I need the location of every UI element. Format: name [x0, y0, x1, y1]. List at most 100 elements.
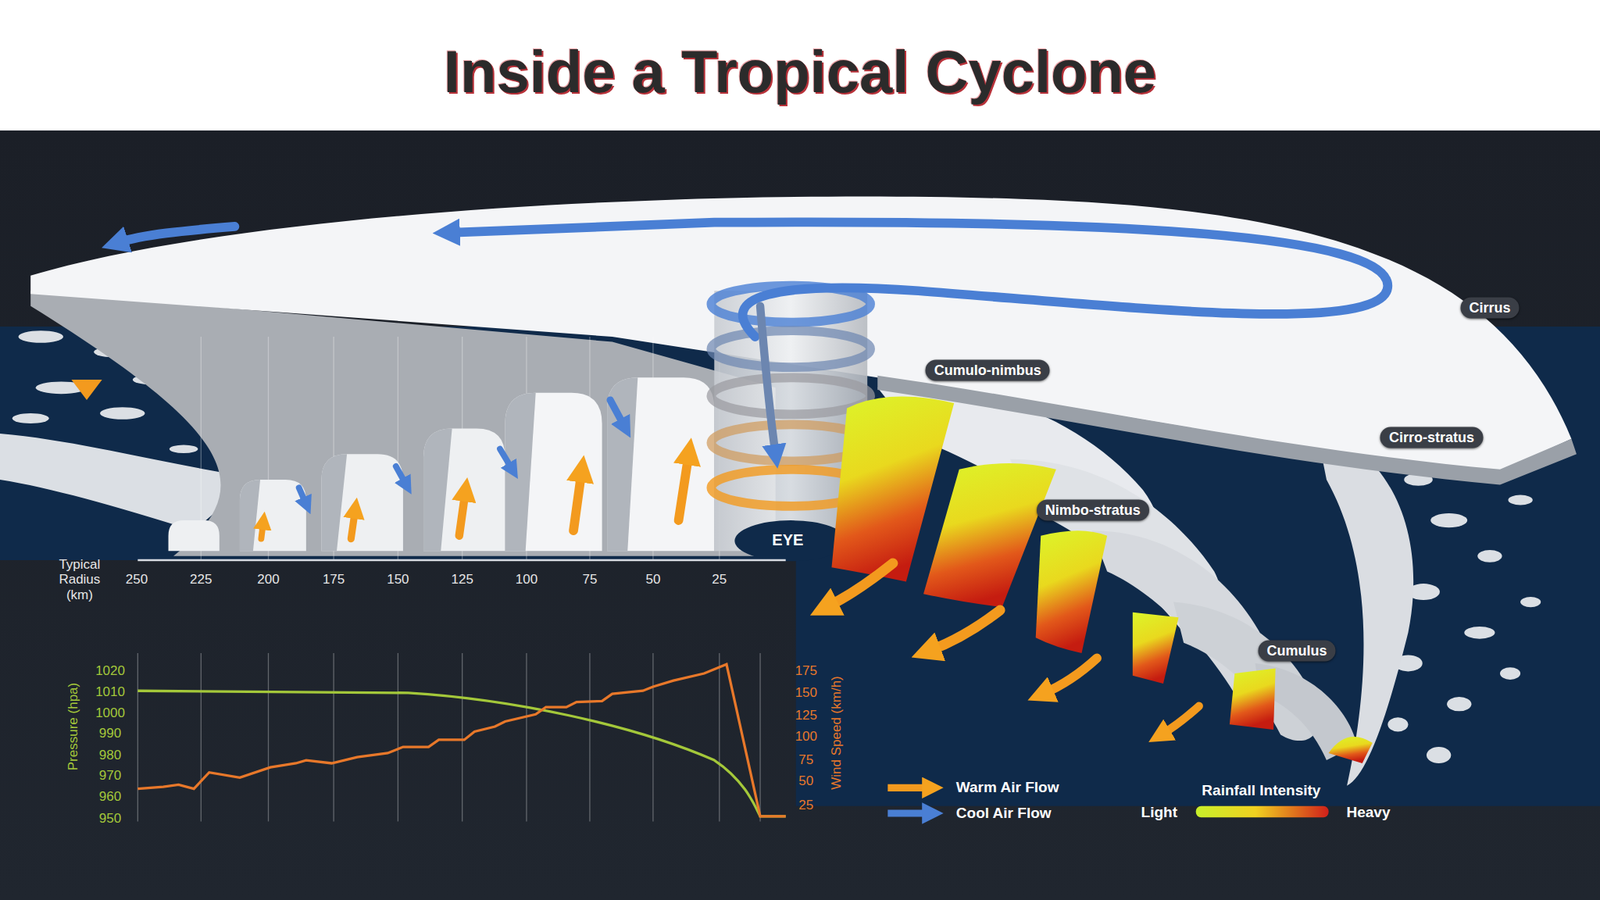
legend-heading: Rainfall Intensity	[1201, 782, 1321, 800]
chart-part-part	[461, 653, 463, 822]
rain-bands-part	[1035, 530, 1108, 654]
eye-column-part	[710, 330, 871, 368]
cloud-streaks-part	[1387, 717, 1408, 732]
chart	[137, 560, 786, 822]
cloud-streaks-part	[1446, 696, 1472, 711]
tick-label: 250	[125, 571, 148, 588]
cool-air-arrows-part	[760, 306, 776, 454]
cumulus-towers-part	[607, 377, 715, 551]
chart-part-part	[718, 653, 720, 822]
legend-samples-part	[887, 809, 931, 817]
cloud-streaks-part	[1430, 513, 1468, 528]
cool-air-arrows-part	[71, 379, 102, 400]
tick-label: 970	[99, 767, 122, 784]
cloud-label: Cumulus	[1258, 640, 1336, 662]
cool-air-arrows-part	[299, 487, 307, 504]
rain-bands	[831, 396, 1372, 764]
cloud-streaks-part	[1477, 550, 1502, 563]
warm-air-arrows-part	[826, 563, 893, 608]
cloud-label: Cumulo-nimbus	[925, 360, 1050, 382]
cool-air-arrows	[71, 221, 1388, 504]
cloud-label-text: Cirrus	[1468, 300, 1511, 316]
rain-bands-part	[1229, 668, 1276, 730]
axis-title: Pressure (hpa)	[65, 682, 82, 771]
tick-label: 25	[711, 571, 727, 588]
rain-band-clouds-part	[1173, 602, 1319, 741]
chart-part-part	[397, 653, 399, 822]
cumulus-towers-part	[239, 479, 261, 551]
chart-part	[137, 559, 786, 562]
cloud-streaks-part	[1426, 746, 1451, 764]
tick-label: 950	[99, 810, 122, 827]
cumulus-towers-part	[423, 428, 453, 552]
tick-label: 1000	[95, 705, 125, 722]
tick-label: 50	[645, 571, 661, 588]
tick-label: 25	[798, 797, 814, 814]
cumulus-towers	[168, 377, 715, 551]
tick-label: 75	[582, 571, 597, 588]
cool-air-arrows-part	[449, 221, 1389, 337]
cool-air-arrows-part	[610, 400, 625, 427]
cloud-label: Cirro-stratus	[1380, 427, 1483, 449]
cool-air-arrows-part	[396, 466, 407, 486]
tick-label: 150	[795, 685, 818, 701]
eye-label: EYE	[771, 530, 804, 549]
warm-air-arrows-part	[459, 492, 466, 536]
cumulus-towers-part	[505, 392, 536, 551]
eye-column-part	[734, 520, 847, 561]
warm-air-arrows-part	[260, 522, 264, 540]
tick-label: 175	[795, 664, 818, 680]
grid-lines	[200, 336, 720, 561]
rain-bands-part	[923, 463, 1057, 608]
cumulus-towers-part	[321, 453, 403, 551]
background-part	[0, 130, 1600, 900]
cumulus-towers-part	[505, 392, 603, 551]
chart-part-part	[137, 653, 139, 822]
eye-column-part	[710, 377, 871, 415]
title: Inside a Tropical Cyclone	[0, 42, 1600, 102]
legend-samples-part	[887, 784, 931, 792]
cloud-label: Nimbo-stratus	[1036, 500, 1150, 522]
warm-air-arrows-part	[1160, 706, 1199, 736]
cloud-label-text: Nimbo-stratus	[1045, 502, 1141, 518]
scale-label: Heavy	[1346, 803, 1391, 822]
chart-part-part	[589, 653, 590, 822]
warm-air-arrows-part	[678, 453, 690, 521]
cumulus-towers-part	[239, 479, 307, 551]
cool-air-arrows-part	[117, 226, 235, 243]
axis-title: Typical Radius (km)	[51, 557, 108, 604]
cloud-streaks-part	[169, 444, 199, 453]
cumulus-towers-part	[321, 453, 347, 551]
cloud-label-text: Cirro-stratus	[1389, 429, 1475, 446]
warm-air-arrows-part	[1042, 657, 1097, 694]
cloud-streaks-part	[1507, 494, 1533, 505]
tick-label: 960	[99, 789, 122, 805]
cloud-streaks-part	[12, 413, 50, 424]
tick-label: 980	[99, 747, 122, 764]
tick-label: 100	[795, 728, 818, 745]
cumulus-towers-part	[607, 377, 638, 551]
rain-band-clouds-part	[1316, 428, 1414, 786]
chart-part-part	[200, 653, 202, 822]
cloud-streaks-part	[18, 330, 64, 343]
tick-label: 200	[257, 571, 279, 588]
tick-label: 50	[798, 774, 814, 790]
tick-label: 1010	[95, 684, 125, 700]
cloud-streaks-part	[1520, 596, 1541, 608]
background-part	[0, 0, 1600, 131]
tick-label: 150	[386, 571, 409, 588]
chart-part	[137, 690, 786, 817]
legend-text: Warm Air Flow	[956, 778, 1060, 797]
warm-air-arrows-part	[350, 510, 355, 540]
cumulus-towers-part	[168, 520, 220, 551]
cloud-streaks-part	[1500, 667, 1521, 680]
chart-part-part	[332, 653, 334, 822]
cool-air-arrows-part	[500, 449, 513, 470]
chart-part	[137, 653, 761, 822]
chart-part-part	[267, 653, 269, 822]
chart-part	[137, 664, 786, 817]
chart-part-part	[525, 653, 527, 822]
